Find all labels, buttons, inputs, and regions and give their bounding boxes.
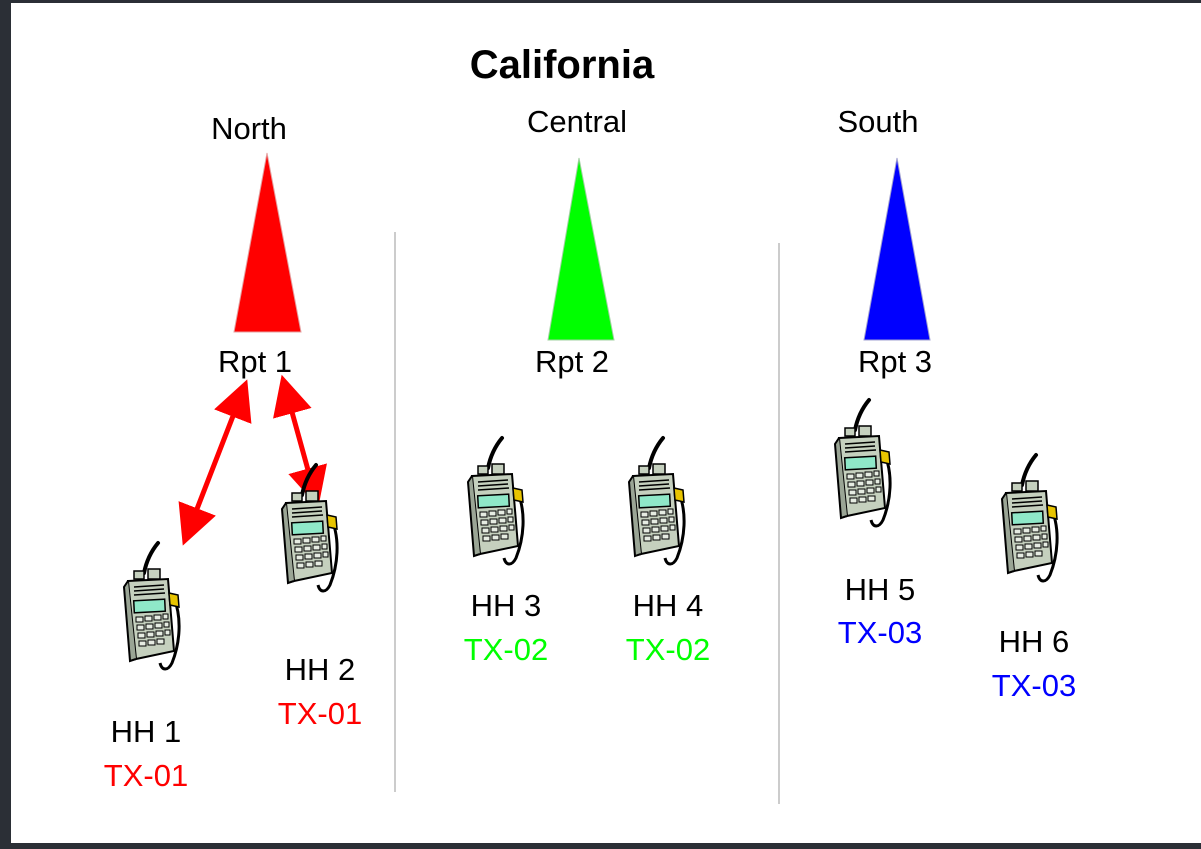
handheld-radio-icon	[1000, 453, 1060, 583]
handheld-label-5: HH 5	[845, 572, 916, 607]
handheld-radio-icon	[466, 436, 526, 566]
handheld-radio-icon	[122, 541, 182, 671]
slide: California North Central South Rpt 1 Rpt…	[11, 3, 1201, 843]
repeater-tower-central	[547, 157, 615, 341]
region-label-north: North	[211, 111, 287, 146]
channel-label-3: TX-02	[464, 632, 548, 667]
link-arrow-hh1	[178, 379, 252, 546]
handheld-label-3: HH 3	[471, 588, 542, 623]
handheld-radio-icon	[833, 398, 893, 528]
region-label-south: South	[837, 104, 918, 139]
handheld-label-1: HH 1	[111, 714, 182, 749]
repeater-tower-north	[233, 152, 302, 333]
region-label-central: Central	[527, 104, 627, 139]
repeater-label-1: Rpt 1	[218, 344, 292, 379]
handheld-label-2: HH 2	[285, 652, 356, 687]
handheld-label-4: HH 4	[633, 588, 704, 623]
diagram-title: California	[470, 43, 655, 87]
repeater-tower-south	[863, 157, 931, 341]
channel-label-5: TX-03	[838, 615, 922, 650]
channel-label-6: TX-03	[992, 668, 1076, 703]
repeater-label-3: Rpt 3	[858, 344, 932, 379]
channel-label-2: TX-01	[278, 696, 362, 731]
channel-label-1: TX-01	[104, 758, 188, 793]
repeater-label-2: Rpt 2	[535, 344, 609, 379]
handheld-radio-icon	[627, 436, 687, 566]
channel-label-4: TX-02	[626, 632, 710, 667]
handheld-label-6: HH 6	[999, 624, 1070, 659]
diagram-canvas: California North Central South Rpt 1 Rpt…	[104, 43, 1076, 804]
